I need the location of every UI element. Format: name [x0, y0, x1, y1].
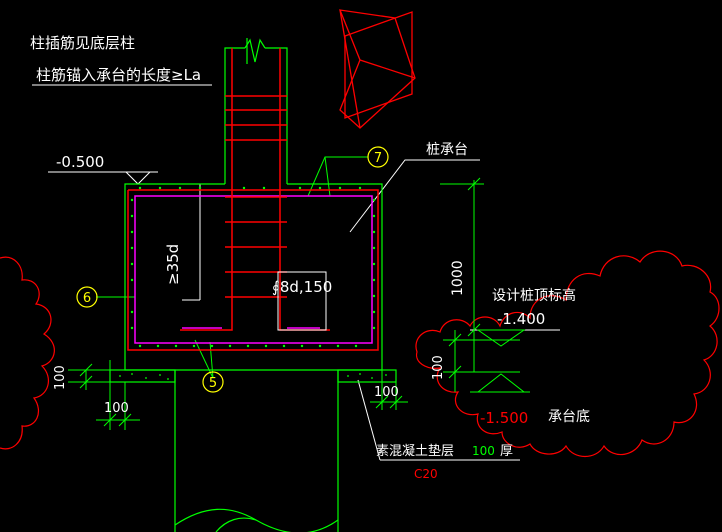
- level-marker-top: [124, 171, 152, 185]
- dim-100-left-vertical: 100: [53, 365, 68, 390]
- concrete-grade-label: C20: [414, 467, 438, 481]
- dim-100-right-label: 100: [431, 355, 446, 380]
- bedding-thickness-number: 100: [472, 444, 495, 458]
- bedding-layer-label: 素混凝土垫层: [376, 443, 454, 459]
- callout-7-number: 7: [374, 151, 382, 166]
- right-revision-cloud: [415, 250, 720, 458]
- dim-100-left-horizontal: 100: [104, 401, 129, 416]
- column-rebar: [127, 48, 379, 351]
- callout-7-circle: [367, 146, 389, 168]
- callout-5-circle: [202, 371, 224, 393]
- left-revision-cloud: [0, 256, 55, 450]
- bedding-thickness-unit: 厚: [500, 444, 513, 459]
- view-cube-icon: [338, 9, 416, 129]
- cap-rebar-loop: [134, 195, 373, 344]
- level-pile-top-label: -1.400: [497, 310, 545, 328]
- rebar-dots: [130, 186, 376, 348]
- pile-cap-label: 桩承台: [426, 141, 468, 158]
- level-cap-bottom-label: -1.500: [480, 409, 528, 427]
- level-top-label: -0.500: [56, 153, 104, 171]
- anchor-35d-label: ≥35d: [164, 244, 182, 285]
- note-line-1: 柱插筋见底层柱: [30, 34, 135, 52]
- concrete-outline: [109, 38, 397, 532]
- callout-6-circle: [76, 286, 98, 308]
- bedding-hatch: [119, 373, 387, 380]
- dim-100-mid-label: 100: [374, 385, 399, 400]
- dim-1000-label: 1000: [450, 260, 466, 296]
- note-line-2: 柱筋锚入承台的长度≥La: [36, 66, 201, 84]
- design-pile-top-label: 设计桩顶标高: [492, 287, 576, 304]
- dimension-lines: [68, 156, 530, 430]
- stirrup-box: [277, 271, 327, 331]
- callout-5-number: 5: [209, 376, 217, 391]
- callout-6-number: 6: [83, 291, 91, 306]
- cap-bottom-label: 承台底: [548, 409, 590, 425]
- stirrup-spec-label: ∮8d,150: [272, 278, 332, 296]
